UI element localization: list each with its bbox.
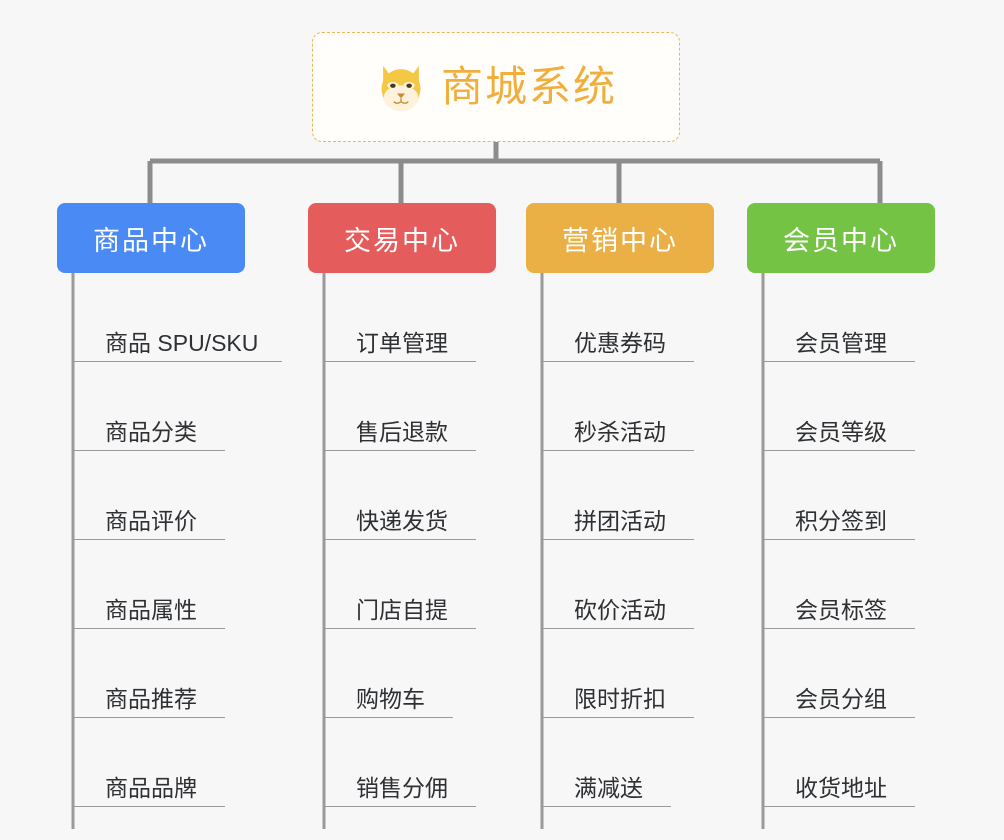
leaf-underline xyxy=(73,539,225,540)
leaf-list-marketing-center: 优惠券码 秒杀活动 拼团活动 砍价活动 限时折扣 满减送 xyxy=(542,273,730,807)
category-header-member-center[interactable]: 会员中心 xyxy=(747,203,935,273)
list-item[interactable]: 商品分类 xyxy=(73,362,261,451)
leaf-underline xyxy=(542,806,671,807)
list-item[interactable]: 收货地址 xyxy=(763,718,951,807)
leaf-underline xyxy=(73,361,282,362)
leaf-label: 拼团活动 xyxy=(574,507,666,534)
leaf-label: 会员标签 xyxy=(795,596,887,623)
column-trade-center: 交易中心 订单管理 售后退款 快递发货 门店自提 购物车 xyxy=(308,203,496,807)
column-marketing-center: 营销中心 优惠券码 秒杀活动 拼团活动 砍价活动 限时折扣 xyxy=(526,203,714,807)
category-header-marketing-center[interactable]: 营销中心 xyxy=(526,203,714,273)
category-header-trade-center[interactable]: 交易中心 xyxy=(308,203,496,273)
leaf-underline xyxy=(763,361,915,362)
list-item[interactable]: 会员分组 xyxy=(763,629,951,718)
leaf-underline xyxy=(73,628,225,629)
list-item[interactable]: 积分签到 xyxy=(763,451,951,540)
list-item[interactable]: 满减送 xyxy=(542,718,730,807)
leaf-underline xyxy=(542,361,694,362)
leaf-underline xyxy=(763,628,915,629)
root-to-bus-connector xyxy=(147,142,883,205)
leaf-underline xyxy=(542,628,694,629)
leaf-label: 商品推荐 xyxy=(105,685,197,712)
leaf-label: 会员分组 xyxy=(795,685,887,712)
leaf-underline xyxy=(73,717,225,718)
leaf-label: 秒杀活动 xyxy=(574,418,666,445)
leaf-label: 优惠券码 xyxy=(574,329,666,356)
column-product-center: 商品中心 商品 SPU/SKU 商品分类 商品评价 商品属性 商品推荐 xyxy=(57,203,282,807)
list-item[interactable]: 秒杀活动 xyxy=(542,362,730,451)
leaf-underline xyxy=(324,806,476,807)
category-header-product-center[interactable]: 商品中心 xyxy=(57,203,245,273)
leaf-underline xyxy=(324,628,476,629)
list-item[interactable]: 会员等级 xyxy=(763,362,951,451)
leaf-underline xyxy=(324,717,453,718)
leaf-underline xyxy=(542,717,694,718)
column-member-center: 会员中心 会员管理 会员等级 积分签到 会员标签 会员分组 xyxy=(747,203,935,807)
leaf-label: 砍价活动 xyxy=(574,596,666,623)
list-item[interactable]: 购物车 xyxy=(324,629,512,718)
leaf-underline xyxy=(73,806,225,807)
leaf-label: 门店自提 xyxy=(356,596,448,623)
leaf-label: 商品分类 xyxy=(105,418,197,445)
leaf-label: 限时折扣 xyxy=(574,685,666,712)
leaf-label: 商品 SPU/SKU xyxy=(105,329,259,356)
list-item[interactable]: 售后退款 xyxy=(324,362,512,451)
leaf-underline xyxy=(542,539,694,540)
leaf-label: 销售分佣 xyxy=(356,774,448,801)
list-item[interactable]: 优惠券码 xyxy=(542,273,730,362)
list-item[interactable]: 商品属性 xyxy=(73,540,261,629)
leaf-label: 订单管理 xyxy=(356,329,448,356)
list-item[interactable]: 商品评价 xyxy=(73,451,261,540)
list-item[interactable]: 拼团活动 xyxy=(542,451,730,540)
leaf-underline xyxy=(763,539,915,540)
list-item[interactable]: 门店自提 xyxy=(324,540,512,629)
leaf-label: 会员等级 xyxy=(795,418,887,445)
leaf-list-member-center: 会员管理 会员等级 积分签到 会员标签 会员分组 收货地址 xyxy=(763,273,951,807)
list-item[interactable]: 商品推荐 xyxy=(73,629,261,718)
list-item[interactable]: 销售分佣 xyxy=(324,718,512,807)
list-item[interactable]: 限时折扣 xyxy=(542,629,730,718)
root-node[interactable]: 商城系统 xyxy=(312,32,680,142)
leaf-underline xyxy=(73,450,225,451)
leaf-underline xyxy=(324,361,476,362)
leaf-underline xyxy=(763,717,915,718)
list-item[interactable]: 商品 SPU/SKU xyxy=(73,273,282,362)
list-item[interactable]: 会员管理 xyxy=(763,273,951,362)
leaf-underline xyxy=(324,450,476,451)
leaf-label: 商品品牌 xyxy=(105,774,197,801)
list-item[interactable]: 砍价活动 xyxy=(542,540,730,629)
leaf-underline xyxy=(542,450,694,451)
list-item[interactable]: 商品品牌 xyxy=(73,718,261,807)
leaf-label: 商品属性 xyxy=(105,596,197,623)
root-title: 商城系统 xyxy=(440,63,617,110)
leaf-label: 收货地址 xyxy=(795,774,887,801)
list-item[interactable]: 快递发货 xyxy=(324,451,512,540)
leaf-label: 购物车 xyxy=(356,685,425,712)
leaf-label: 商品评价 xyxy=(105,507,197,534)
shiba-dog-face-icon xyxy=(381,65,421,112)
list-item[interactable]: 会员标签 xyxy=(763,540,951,629)
leaf-label: 售后退款 xyxy=(356,418,448,445)
leaf-underline xyxy=(324,539,476,540)
leaf-list-trade-center: 订单管理 售后退款 快递发货 门店自提 购物车 销售分佣 xyxy=(324,273,512,807)
leaf-list-product-center: 商品 SPU/SKU 商品分类 商品评价 商品属性 商品推荐 商品品牌 xyxy=(73,273,282,807)
list-item[interactable]: 订单管理 xyxy=(324,273,512,362)
leaf-label: 快递发货 xyxy=(356,507,448,534)
leaf-label: 积分签到 xyxy=(795,507,887,534)
leaf-underline xyxy=(763,450,915,451)
leaf-label: 满减送 xyxy=(574,774,643,801)
leaf-underline xyxy=(763,806,915,807)
leaf-label: 会员管理 xyxy=(795,329,887,356)
